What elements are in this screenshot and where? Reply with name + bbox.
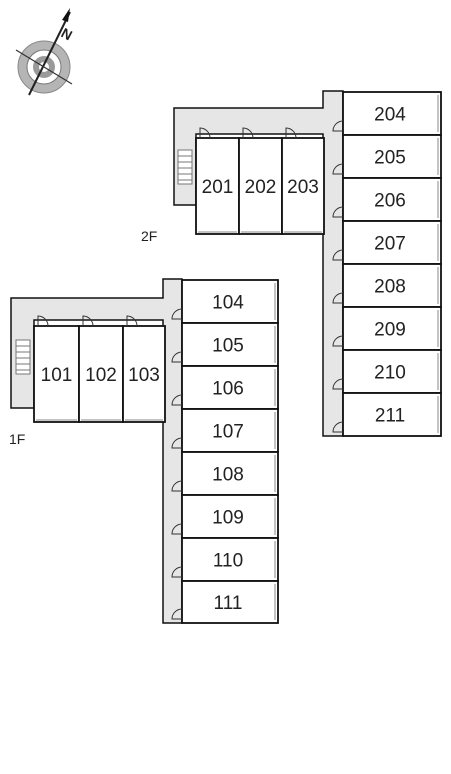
room-label: 211 (375, 406, 405, 427)
room-211: 211 (332, 392, 442, 437)
room-207: 207 (332, 220, 442, 265)
floor-label-1f: 1F (9, 431, 25, 447)
room-label: 208 (374, 277, 406, 298)
door-icon (242, 127, 254, 139)
room-201: 201 (195, 127, 240, 235)
door-icon (332, 249, 344, 261)
room-label: 107 (212, 422, 244, 443)
door-icon (171, 437, 183, 449)
door-icon (171, 523, 183, 535)
room-106: 106 (171, 365, 279, 410)
room-107: 107 (171, 408, 279, 453)
room-210: 210 (332, 349, 442, 394)
room-label: 110 (213, 551, 243, 572)
room-109: 109 (171, 494, 279, 539)
room-label: 206 (374, 191, 406, 212)
corridor-1f (10, 278, 183, 624)
room-label: 204 (374, 105, 406, 126)
room-111: 111 (171, 580, 279, 624)
room-label: 209 (374, 320, 406, 341)
door-icon (332, 378, 344, 390)
door-icon (82, 315, 94, 327)
room-108: 108 (171, 451, 279, 496)
room-label: 205 (374, 148, 406, 169)
room-label: 104 (212, 293, 244, 314)
door-icon (332, 335, 344, 347)
room-206: 206 (332, 177, 442, 222)
room-101: 101 (33, 315, 80, 423)
room-label: 111 (214, 593, 243, 614)
room-label: 201 (202, 177, 234, 198)
north-compass-icon: N (15, 8, 75, 96)
door-icon (171, 480, 183, 492)
door-icon (126, 315, 138, 327)
room-label: 106 (212, 379, 244, 400)
room-110: 110 (171, 537, 279, 582)
room-204: 204 (332, 91, 442, 136)
room-103: 103 (122, 315, 166, 423)
stairs-1f-icon (15, 339, 31, 375)
compass-north-label: N (59, 25, 75, 44)
door-icon (332, 292, 344, 304)
room-label: 108 (212, 465, 244, 486)
door-icon (171, 351, 183, 363)
room-label: 101 (41, 365, 73, 386)
room-label: 203 (287, 177, 319, 198)
floor-label-2f: 2F (141, 228, 157, 244)
door-icon (171, 394, 183, 406)
door-icon (332, 120, 344, 132)
door-icon (199, 127, 211, 139)
room-203: 203 (281, 127, 325, 235)
corridor-2f (173, 90, 344, 437)
door-icon (171, 566, 183, 578)
room-label: 202 (245, 177, 277, 198)
room-202: 202 (238, 127, 283, 235)
door-icon (37, 315, 49, 327)
door-icon (171, 608, 183, 620)
room-label: 210 (374, 363, 406, 384)
door-icon (332, 421, 344, 433)
room-102: 102 (78, 315, 124, 423)
room-208: 208 (332, 263, 442, 308)
room-205: 205 (332, 134, 442, 179)
room-label: 105 (212, 336, 244, 357)
door-icon (332, 163, 344, 175)
room-104: 104 (171, 279, 279, 324)
door-icon (332, 206, 344, 218)
door-icon (285, 127, 297, 139)
room-105: 105 (171, 322, 279, 367)
room-label: 102 (85, 365, 117, 386)
door-icon (171, 308, 183, 320)
room-label: 103 (128, 365, 160, 386)
stairs-2f-icon (177, 149, 193, 185)
room-209: 209 (332, 306, 442, 351)
room-label: 207 (374, 234, 406, 255)
room-label: 109 (212, 508, 244, 529)
